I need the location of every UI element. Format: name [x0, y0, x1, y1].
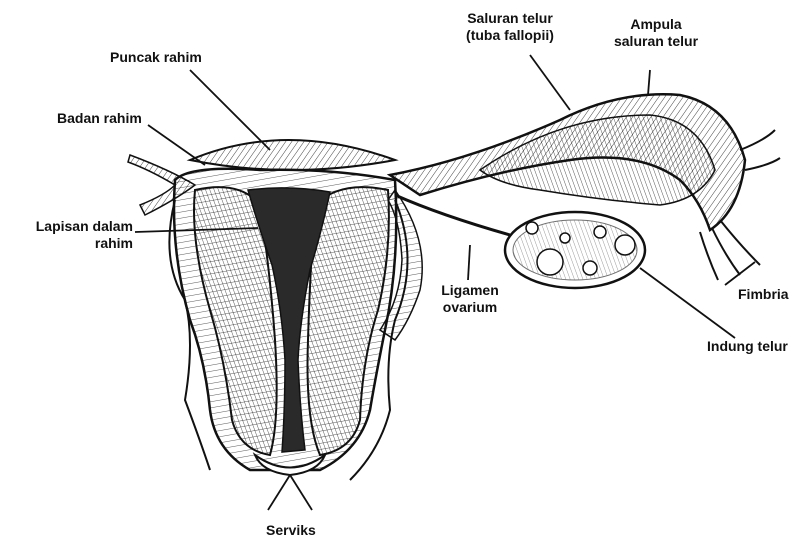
label-fimbria: Fimbria [738, 286, 789, 303]
label-lapisan-line1: Lapisan dalam [10, 218, 133, 235]
label-lapisan-dalam-rahim: Lapisan dalam rahim [10, 218, 133, 252]
label-ligamen-line1: Ligamen [430, 282, 510, 299]
uterus-fundus [190, 140, 395, 170]
label-ligamen-ovarium: Ligamen ovarium [430, 282, 510, 316]
label-saluran-telur: Saluran telur (tuba fallopii) [445, 10, 575, 44]
label-ampula-line2: saluran telur [596, 33, 716, 50]
label-saluran-line1: Saluran telur [445, 10, 575, 27]
label-badan-rahim: Badan rahim [57, 110, 142, 127]
label-lapisan-line2: rahim [10, 235, 133, 252]
label-indung-telur: Indung telur [707, 338, 788, 355]
label-saluran-line2: (tuba fallopii) [445, 27, 575, 44]
label-puncak-rahim: Puncak rahim [110, 49, 202, 66]
ampulla-inner [480, 115, 715, 205]
label-ampula-line1: Ampula [596, 16, 716, 33]
label-ligamen-line2: ovarium [430, 299, 510, 316]
label-serviks: Serviks [266, 522, 316, 539]
label-ampula: Ampula saluran telur [596, 16, 716, 50]
